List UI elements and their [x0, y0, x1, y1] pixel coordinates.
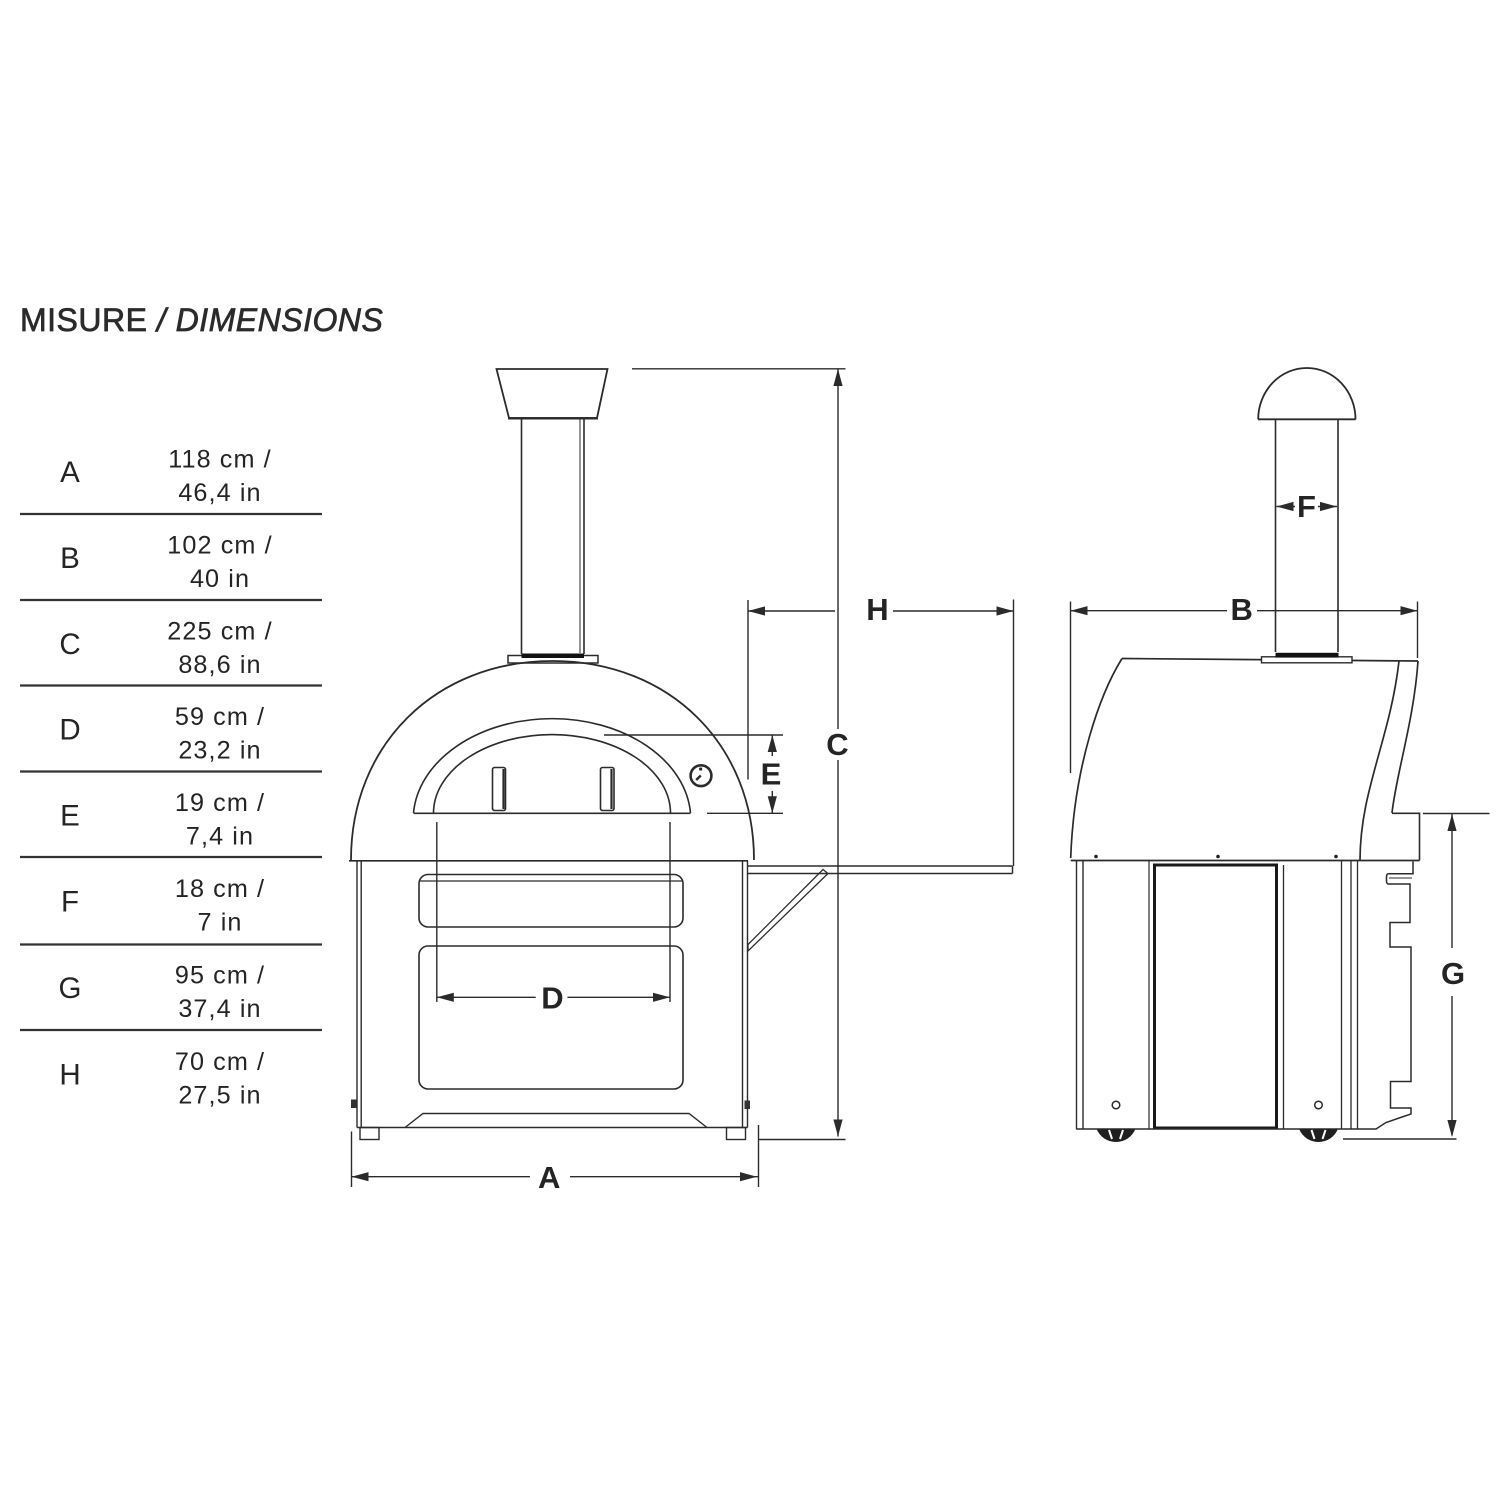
- svg-text:18 cm /: 18 cm /: [175, 875, 265, 903]
- svg-text:7,4 in: 7,4 in: [186, 823, 254, 851]
- svg-text:B: B: [60, 542, 80, 575]
- svg-text:G: G: [59, 972, 82, 1005]
- svg-text:D: D: [59, 714, 80, 747]
- svg-text:7 in: 7 in: [197, 909, 242, 937]
- svg-text:D: D: [541, 981, 563, 1016]
- svg-text:G: G: [1441, 956, 1465, 991]
- svg-text:23,2 in: 23,2 in: [178, 737, 261, 765]
- svg-text:27,5 in: 27,5 in: [178, 1082, 261, 1110]
- svg-text:88,6 in: 88,6 in: [178, 651, 261, 679]
- svg-text:H: H: [866, 592, 888, 627]
- svg-text:59 cm /: 59 cm /: [175, 703, 265, 731]
- svg-text:19 cm /: 19 cm /: [175, 789, 265, 817]
- svg-text:118 cm /: 118 cm /: [168, 446, 272, 474]
- svg-text:70 cm /: 70 cm /: [175, 1048, 265, 1076]
- svg-text:B: B: [1231, 592, 1253, 627]
- svg-text:46,4 in: 46,4 in: [178, 479, 261, 507]
- svg-text:225 cm /: 225 cm /: [167, 618, 272, 646]
- svg-text:37,4 in: 37,4 in: [178, 995, 261, 1023]
- svg-text:C: C: [59, 628, 80, 661]
- svg-text:H: H: [59, 1059, 80, 1092]
- svg-text:C: C: [826, 727, 848, 762]
- svg-text:95 cm /: 95 cm /: [175, 962, 265, 990]
- svg-text:102 cm /: 102 cm /: [167, 532, 272, 560]
- svg-text:A: A: [60, 456, 80, 489]
- svg-text:MISURE / DIMENSIONS: MISURE / DIMENSIONS: [20, 302, 383, 338]
- svg-text:E: E: [60, 800, 80, 833]
- svg-text:A: A: [538, 1160, 560, 1195]
- svg-text:E: E: [761, 757, 782, 792]
- svg-text:F: F: [61, 886, 79, 919]
- svg-text:40 in: 40 in: [190, 565, 250, 593]
- svg-text:F: F: [1297, 489, 1316, 524]
